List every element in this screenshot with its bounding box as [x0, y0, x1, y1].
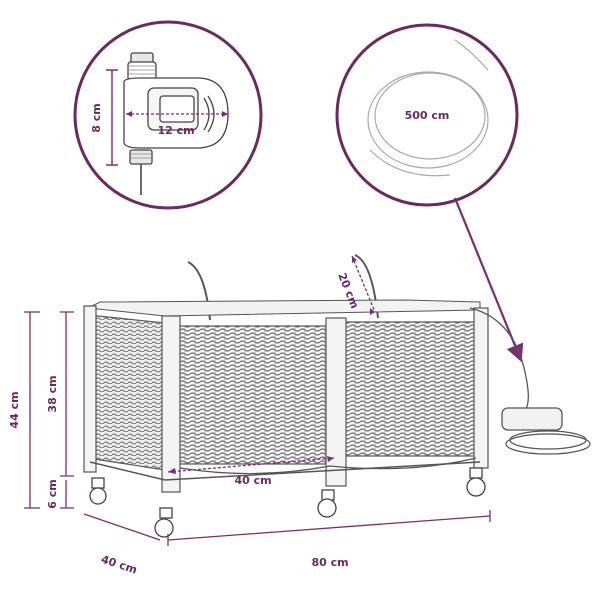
timer-height-label: 8 cm	[90, 103, 103, 132]
depth-dimension-line	[83, 513, 161, 541]
timer-callout: 8 cm 12 cm	[73, 20, 263, 210]
compartment-width-label: 40 cm	[234, 474, 271, 487]
total-height-dimension-line	[24, 311, 40, 509]
hose-length-label: 500 cm	[405, 109, 450, 122]
length-label: 80 cm	[311, 556, 348, 569]
compartment-width-dimension-line	[167, 457, 335, 473]
caster-wheel	[89, 467, 486, 538]
wheel-height-dimension-line	[60, 480, 74, 509]
hose-coil-icon	[367, 39, 489, 177]
depth-label: 40 cm	[99, 553, 138, 577]
hose-callout: 500 cm	[335, 23, 524, 363]
length-dimension-line	[167, 510, 491, 546]
box-height-label: 38 cm	[46, 375, 59, 412]
total-height-label: 44 cm	[8, 391, 21, 428]
box-height-dimension-line	[60, 311, 74, 477]
planter-illustration	[83, 254, 591, 538]
hose-callout-arrow	[453, 197, 524, 363]
wheel-height-label: 6 cm	[46, 479, 59, 508]
timer-width-label: 12 cm	[157, 124, 194, 137]
water-timer-icon	[123, 52, 229, 195]
timer-height-dimension-line	[106, 69, 118, 166]
pipe-height-dimension-line	[351, 255, 376, 313]
hose-and-timer	[469, 307, 591, 455]
